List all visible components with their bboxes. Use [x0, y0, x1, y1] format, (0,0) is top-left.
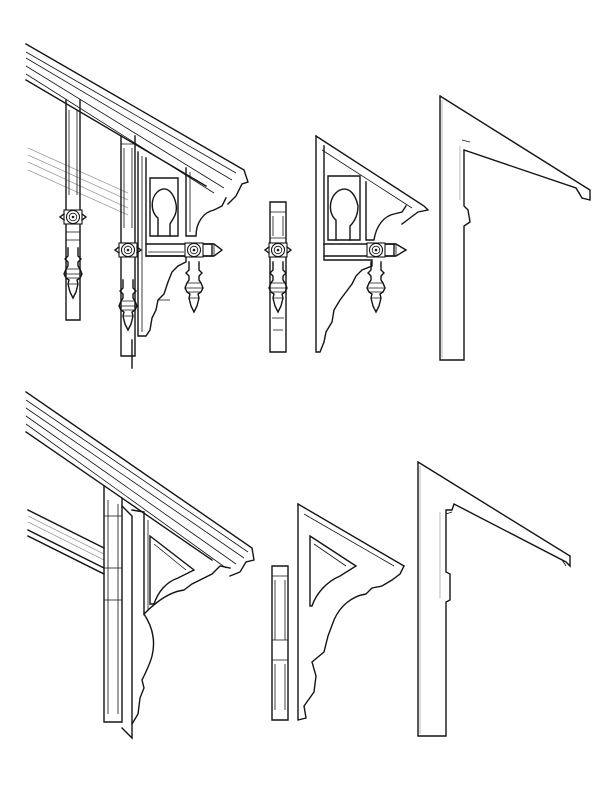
keyhole-bracket-section: [439, 95, 591, 361]
keyhole-bracket-front-view: [315, 135, 430, 353]
scroll-bracket-front-view: [297, 503, 405, 721]
perspective-bracket-with-scroll: [25, 391, 255, 740]
turned-drop-edge-view: [264, 201, 292, 353]
perspective-bracket-with-turned-drops: [25, 43, 249, 369]
scroll-bracket-section: [417, 461, 571, 737]
scroll-bracket-edge-view: [271, 565, 289, 721]
